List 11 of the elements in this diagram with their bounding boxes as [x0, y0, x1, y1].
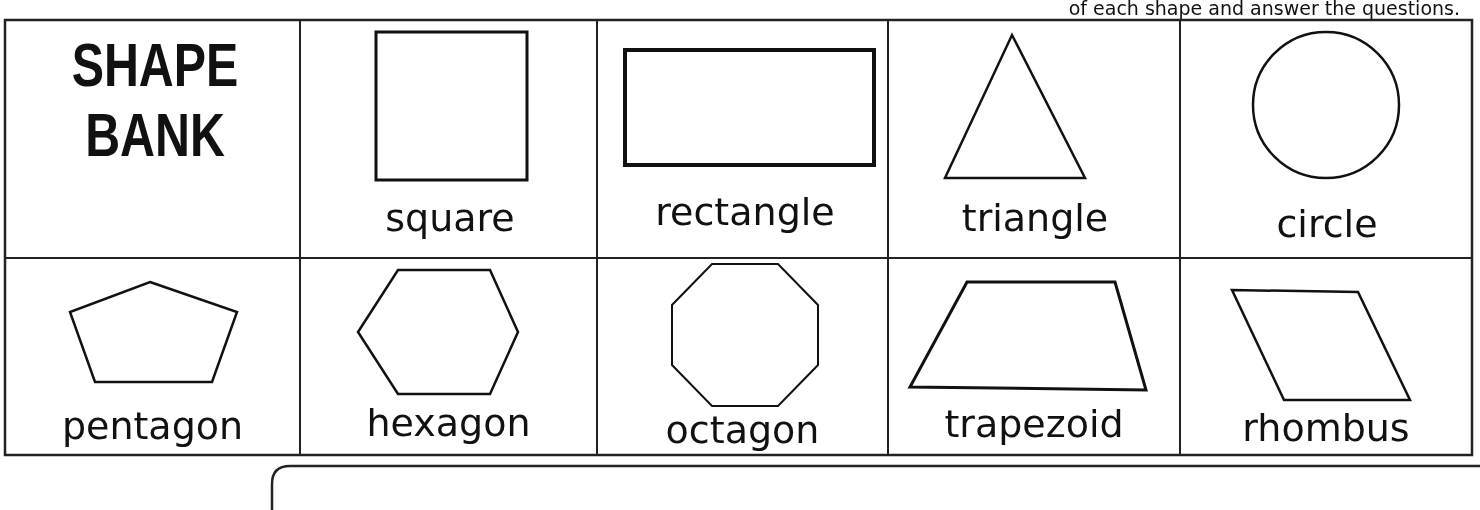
shape-name: circle [1275, 204, 1379, 246]
shape-name: pentagon [60, 406, 245, 448]
shape-name: rectangle [654, 192, 836, 234]
shape-name: rhombus [1241, 408, 1411, 450]
shape-name: octagon [664, 410, 821, 452]
instruction-text: of each shape and answer the questions. [1067, 0, 1460, 19]
heading: SHAPE BANK [70, 30, 240, 170]
shape-name: square [384, 198, 516, 240]
shape-name: hexagon [365, 403, 532, 445]
shape-name: triangle [960, 198, 1110, 240]
shape-name: trapezoid [943, 404, 1125, 446]
